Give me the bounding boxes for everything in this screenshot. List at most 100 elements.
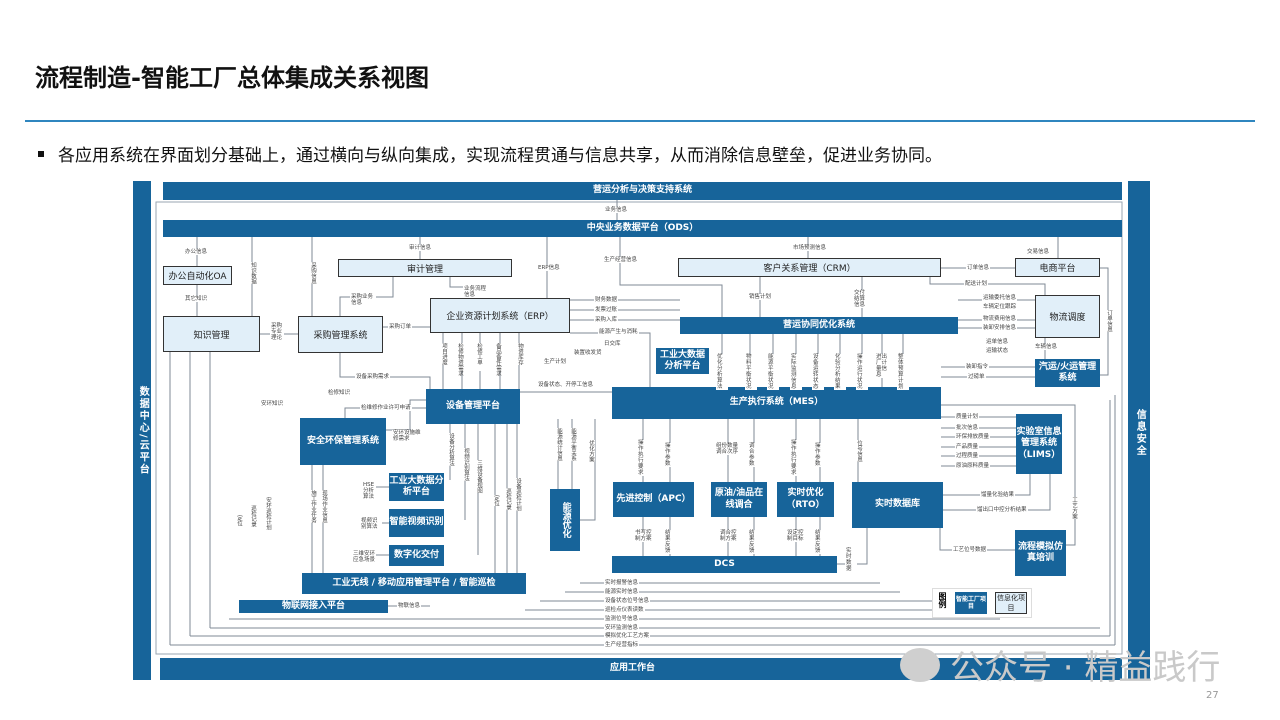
edge-label: 模拟优化工艺方案 (604, 633, 651, 640)
edge-label: 日交库 (603, 341, 622, 348)
box-knowledge[interactable]: 知识管理 (163, 316, 260, 352)
bullet-point: 各应用系统在界面划分基础上，通过横向与纵向集成，实现流程贯通与信息共享，从而消除… (38, 141, 942, 166)
box-bigdata-top[interactable]: 工业大数据分析平台 (656, 348, 709, 374)
bullet-text: 各应用系统在界面划分基础上，通过横向与纵向集成，实现流程贯通与信息共享，从而消除… (58, 146, 942, 166)
edge-label: 环保排放质量 (955, 434, 991, 441)
edge-label: 物料平衡状况 (745, 354, 757, 391)
edge-label: 采购业务信息 (350, 294, 376, 307)
edge-label: 馏量化验结果 (980, 492, 1016, 499)
box-blending[interactable]: 原油/油品在线调合 (711, 482, 767, 517)
legend-info-project: 信息化项目 (995, 592, 1027, 614)
legend-title: 图例 (938, 592, 947, 608)
edge-label: HSE分析算法 (362, 482, 376, 501)
edge-label: 优化方案 (587, 440, 596, 462)
edge-label: 产品质量 (955, 444, 980, 451)
edge-label: 运输状态 (985, 348, 1010, 355)
box-apc[interactable]: 先进控制（APC） (613, 482, 694, 517)
box-transport[interactable]: 汽运/火运管理系统 (1035, 359, 1100, 387)
info-security-bar[interactable]: 信息安全 (1128, 181, 1150, 680)
edge-label: 生产经营指标 (604, 642, 640, 649)
edge-label: 设备运转状态 (812, 354, 824, 391)
box-equipment[interactable]: 设备管理平台 (426, 389, 520, 424)
box-digital-delivery[interactable]: 数字化交付 (389, 545, 444, 566)
edge-label: 施工作业任务 (309, 490, 318, 523)
edge-label: 设备巡检计划 (514, 478, 523, 511)
box-video[interactable]: 智能视频识别 (389, 509, 444, 537)
edge-label: 审计信息 (408, 245, 433, 252)
box-rtdb[interactable]: 实时数据库 (852, 482, 943, 528)
edge-label: 检修物资需求 (456, 343, 465, 376)
watermark-text: 公众号 · 精益践行 (950, 648, 1221, 688)
box-logistics[interactable]: 物流调度 (1035, 295, 1100, 338)
edge-label: 设备分析算法 (447, 433, 456, 466)
edge-label: 配送计划 (964, 281, 989, 288)
box-oa[interactable]: 办公自动化OA (163, 266, 232, 285)
edge-label: 整体预算计划 (897, 354, 909, 391)
edge-label: 安环知识 (260, 401, 285, 408)
box-rto[interactable]: 实时优化（RTO） (777, 482, 834, 517)
legend-smart-factory: 智能工厂项目 (955, 592, 987, 614)
edge-label: 调合控制方案 (719, 530, 739, 543)
box-audit[interactable]: 审计管理 (338, 259, 512, 277)
edge-label: 其它知识 (184, 296, 209, 303)
edge-label: 过程质量 (955, 453, 980, 460)
edge-label: 设备状态位号信息 (604, 598, 651, 605)
edge-label: 质量计划 (955, 414, 980, 421)
box-simulation[interactable]: 流程模拟仿真培训 (1015, 530, 1066, 576)
edge-label: 过磅单 (967, 374, 986, 381)
box-dcs[interactable]: DCS (612, 556, 837, 573)
box-ecommerce[interactable]: 电商平台 (1015, 258, 1100, 277)
edge-label: 优化分析算法 (716, 354, 728, 391)
title-divider (25, 120, 1255, 122)
app-workbench-bar[interactable]: 应用工作台 (160, 658, 1122, 680)
edge-label: 三维设备视图 (475, 460, 484, 493)
box-lims[interactable]: 实验室信息管理系统（LIMS） (1016, 414, 1062, 474)
edge-label: 知识数据 (249, 262, 258, 284)
edge-label: 安环监测信息 (604, 625, 640, 632)
edge-label: 销售计划 (748, 294, 773, 301)
ods-bar[interactable]: 中央业务数据平台（ODS） (163, 220, 1122, 237)
box-iot[interactable]: 物联网接入平台 (239, 600, 388, 613)
data-center-bar[interactable]: 数据中心/云平台 (133, 181, 151, 680)
edge-label: 进出厂计量信息 (875, 354, 891, 379)
edge-label: 能源平衡状况 (767, 354, 779, 391)
edge-label: 巡检记录 (249, 505, 258, 527)
edge-label: 工艺方案 (1070, 497, 1079, 519)
edge-label: 项目进度 (440, 343, 449, 365)
edge-label: 实际监测信息 (790, 354, 802, 391)
box-crm[interactable]: 客户关系管理（CRM） (678, 258, 941, 277)
box-hse[interactable]: 安全环保管理系统 (300, 418, 386, 465)
edge-label: ERP信息 (537, 265, 561, 272)
bullet-icon (38, 150, 44, 157)
edge-label: 安环巡检计划 (264, 497, 273, 530)
edge-label: 视频识别算法 (360, 518, 382, 531)
legend: 图例 智能工厂项目 信息化项目 (932, 588, 1032, 618)
box-energy[interactable]: 能源优化 (550, 489, 580, 551)
box-erp[interactable]: 企业资源计划系统（ERP） (430, 298, 570, 333)
box-wireless[interactable]: 工业无线 / 移动应用管理平台 / 智能巡检 (302, 573, 526, 594)
edge-label: 设定控制目标 (786, 530, 806, 543)
edge-label: 交易信息 (1026, 249, 1051, 256)
box-purchase[interactable]: 采购管理系统 (298, 316, 383, 353)
edge-label: 设备采购需求 (355, 374, 391, 381)
edge-label: 检修工单 (475, 343, 484, 371)
decision-support-bar[interactable]: 营运分析与决策支持系统 (163, 182, 1122, 200)
edge-label: 物资库存 (516, 343, 525, 365)
box-mes[interactable]: 生产执行系统（MES） (612, 387, 941, 419)
box-bigdata-mid[interactable]: 工业大数据分析平台 (389, 473, 444, 501)
edge-label: 能源产生与消耗 (598, 329, 639, 336)
edge-label: 结果反馈 (814, 530, 826, 555)
edge-label: 订单信息 (1105, 310, 1114, 332)
edge-label: 位号信息 (855, 440, 864, 462)
edge-label: 能源统计信息 (555, 428, 564, 461)
edge-label: 安环设施维修需求 (392, 430, 422, 443)
edge-label: 原油原料质量 (955, 463, 991, 470)
edge-label: 实时数据 (845, 548, 857, 573)
edge-label: 操作参数 (814, 443, 826, 468)
edge-label: 书写控制方案 (634, 530, 654, 543)
edge-label: 批次信息 (955, 425, 980, 432)
edge-label: 视频识别算法 (462, 448, 471, 481)
box-ops-optimization[interactable]: 营运协同优化系统 (680, 317, 958, 334)
edge-label: 实时报警信息 (604, 580, 640, 587)
edge-label: 装卸指令 (965, 364, 990, 371)
